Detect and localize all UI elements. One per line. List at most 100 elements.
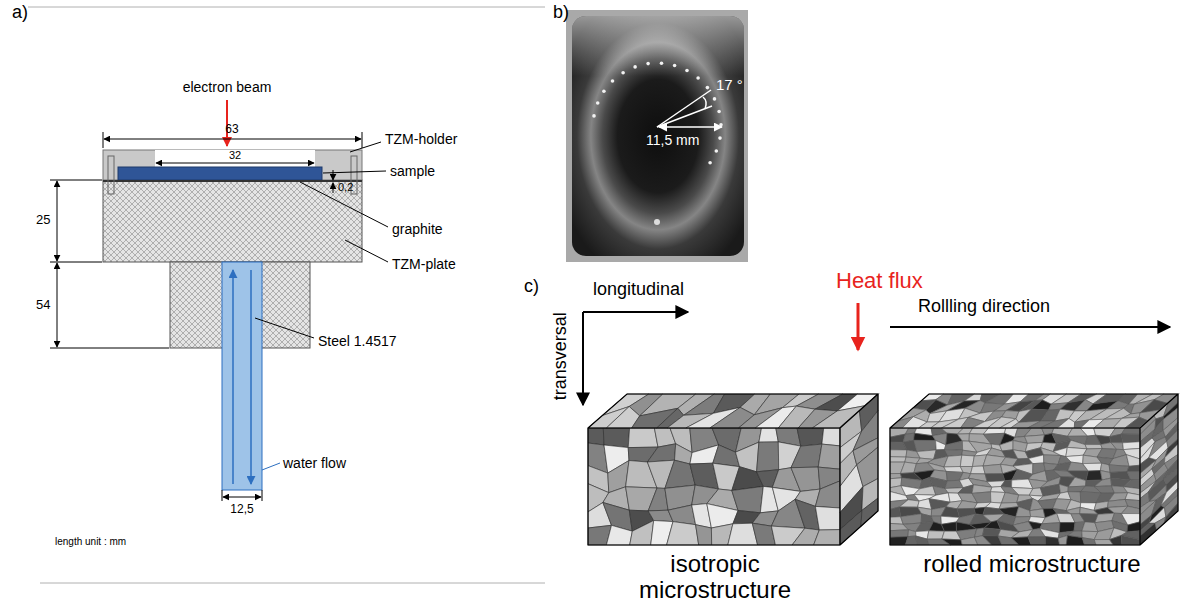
grain (914, 486, 936, 495)
grain (942, 539, 962, 545)
panel-letter: c) (524, 276, 539, 297)
tzm-holder (103, 150, 362, 180)
graphite-layer (103, 180, 362, 182)
flow-arrow (232, 270, 234, 484)
leader-line (262, 463, 280, 470)
grain (1000, 441, 1013, 452)
grain (927, 531, 944, 539)
grain (1086, 471, 1102, 481)
beam-label: electron beam (183, 79, 272, 95)
measure-line (657, 90, 722, 127)
grain (890, 457, 906, 462)
grain (1082, 538, 1096, 545)
unit-note: length unit : mm (55, 536, 126, 548)
grain (957, 434, 969, 442)
dimension-value: 54 (36, 298, 50, 313)
microstructure-label: rolled microstructure (917, 551, 1147, 577)
direction-label: Rollling direction (918, 296, 1050, 317)
photo-dot (696, 76, 700, 80)
grain (797, 428, 824, 446)
grain (957, 501, 977, 509)
grain (1028, 537, 1046, 545)
dimension-line (50, 132, 362, 501)
grain (1126, 455, 1140, 467)
panel-letter: a) (12, 2, 28, 23)
dimension-value: 0,2 (338, 181, 353, 194)
grain (945, 441, 963, 450)
panel-frame (28, 7, 545, 583)
grain (944, 455, 962, 467)
grain (960, 455, 974, 466)
grain (667, 522, 699, 545)
sample-plate (118, 167, 322, 180)
grain (958, 485, 974, 494)
grain (1110, 434, 1123, 443)
part-label: TZM-holder (385, 131, 457, 147)
dimension-value: 25 (36, 213, 50, 228)
grain (1121, 535, 1140, 545)
photo-dot (685, 69, 689, 73)
grain (818, 444, 840, 469)
grain (905, 536, 917, 545)
grain (1080, 428, 1096, 436)
grain (814, 530, 840, 545)
grain (1001, 493, 1018, 504)
panel-letter: b) (553, 2, 569, 23)
grain (936, 441, 946, 450)
photo-dot (646, 62, 650, 66)
grain (628, 428, 658, 448)
grain (732, 486, 764, 512)
photo-dot (673, 64, 677, 68)
grain (1121, 506, 1140, 513)
angle-label: 17 ° (716, 76, 743, 93)
flow-arrow (250, 270, 252, 484)
photo-dot (633, 65, 637, 69)
holder-pin (108, 156, 357, 194)
sample-holder-section (50, 100, 388, 501)
grain (1083, 463, 1102, 471)
grain (1032, 400, 1052, 410)
axis-label: longitudinal (593, 279, 684, 300)
photo-dot (715, 149, 719, 153)
grain (1140, 523, 1157, 545)
grain (941, 522, 956, 531)
grain (971, 466, 986, 474)
grain (815, 481, 840, 508)
photo-dot (718, 136, 722, 140)
grain (983, 464, 1003, 474)
grain-texture (588, 394, 1178, 545)
grain (1029, 455, 1044, 464)
grain (1045, 537, 1059, 545)
photo-dot (611, 79, 615, 83)
photo-dot (596, 101, 600, 105)
dimension-value: 12,5 (230, 503, 253, 517)
grain (1127, 465, 1140, 471)
part-label: graphite (392, 221, 443, 237)
grain (985, 474, 1005, 482)
grain (1066, 536, 1084, 546)
grain (890, 450, 907, 457)
grain (795, 499, 819, 530)
part-label: Steel 1.4517 (318, 333, 397, 349)
grain (921, 514, 933, 523)
grain (916, 536, 929, 545)
grain (696, 525, 712, 545)
axis-label: transversal (550, 312, 571, 400)
grain (1094, 478, 1111, 487)
grain (1121, 434, 1140, 443)
grain (1068, 477, 1086, 487)
part-label: water flow (283, 455, 346, 471)
grain (972, 492, 991, 503)
dimension-value: 32 (229, 149, 241, 162)
grain (1094, 486, 1114, 493)
photo-dot (660, 61, 664, 65)
grain (1001, 480, 1012, 487)
measure-label: 11,5 mm (646, 132, 699, 148)
grain (606, 525, 632, 545)
photo-dot (708, 161, 712, 165)
grain (815, 506, 840, 530)
heat-flux-label: Heat flux (836, 268, 923, 293)
grain (1127, 472, 1140, 481)
grain (890, 434, 905, 442)
